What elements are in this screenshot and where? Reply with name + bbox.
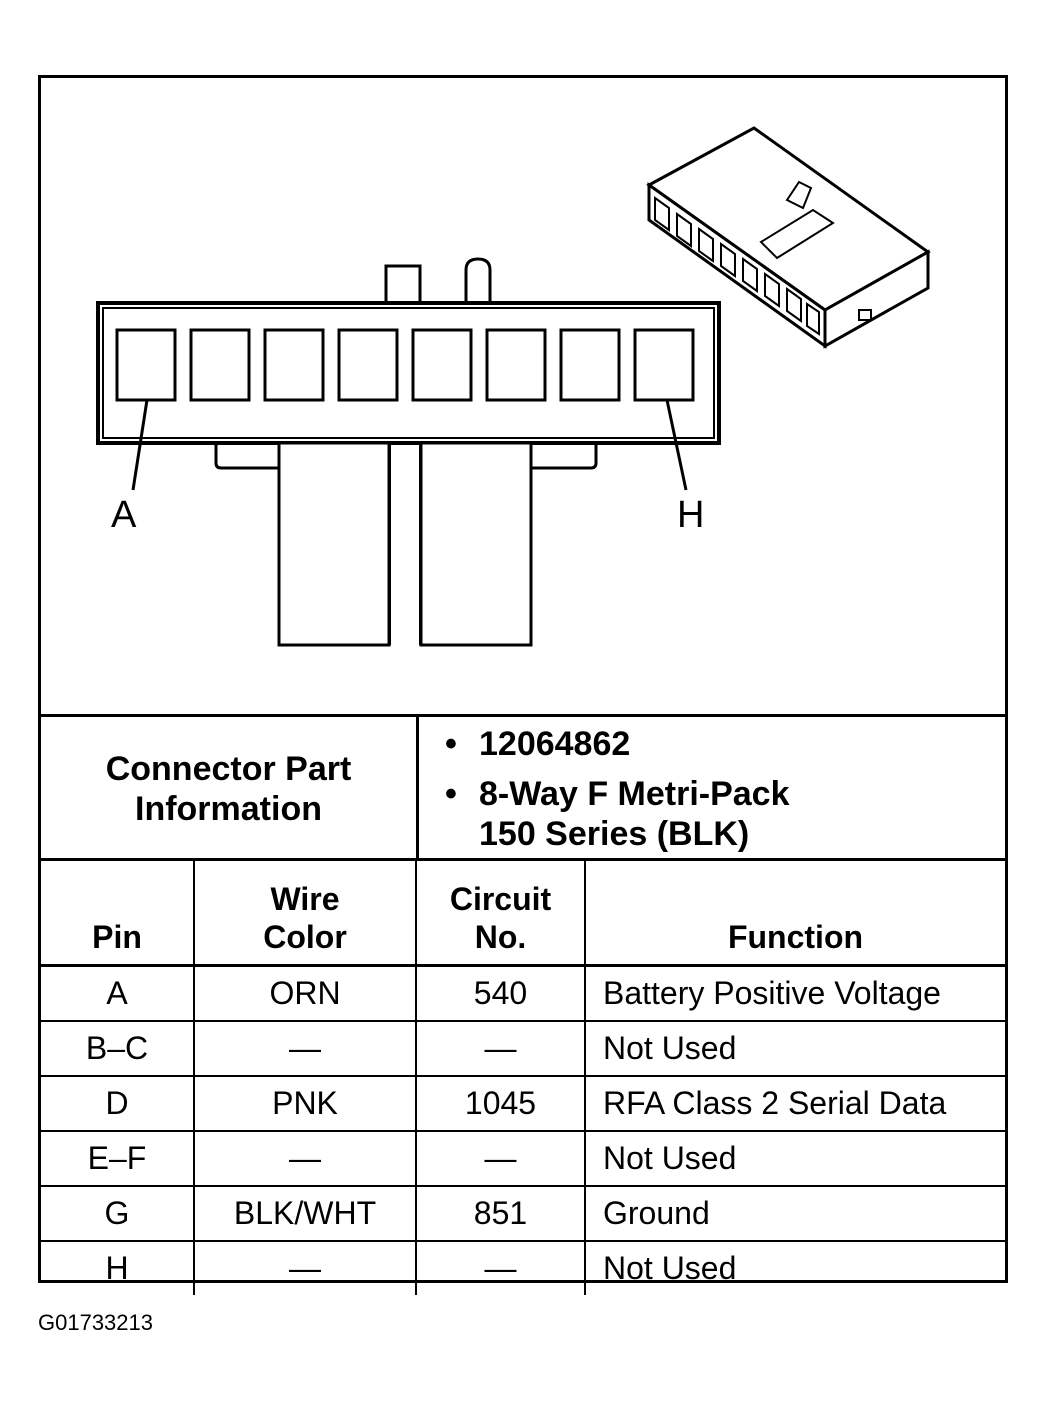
cavity-e	[411, 328, 473, 402]
table-row: G BLK/WHT 851 Ground	[41, 1185, 1005, 1241]
cell-pin: H	[41, 1240, 195, 1295]
connector-front-view	[96, 257, 721, 647]
cell-pin: A	[41, 964, 195, 1021]
cell-circuit: 851	[416, 1185, 586, 1241]
cavity-c	[263, 328, 325, 402]
connector-drawing	[96, 126, 931, 647]
cavity-d	[337, 328, 399, 402]
cell-wire-color: —	[194, 1130, 417, 1186]
table-row: H — — Not Used	[41, 1240, 1005, 1295]
cavity-g	[559, 328, 621, 402]
cell-pin: E–F	[41, 1130, 195, 1186]
cell-function: Not Used	[585, 1020, 1005, 1076]
cell-pin: G	[41, 1185, 195, 1241]
cell-wire-color: —	[194, 1240, 417, 1295]
leader-line-a	[131, 399, 149, 491]
cell-function: Not Used	[585, 1240, 1005, 1295]
bullet-icon: •	[445, 775, 457, 813]
cavity-row	[115, 328, 695, 402]
cavity-a	[115, 328, 177, 402]
cavity-h	[633, 328, 695, 402]
cavity-b	[189, 328, 251, 402]
connector-diagram: A H	[41, 78, 1005, 714]
part-number-item: • 12064862	[445, 724, 1004, 764]
table-row: B–C — — Not Used	[41, 1020, 1005, 1076]
connector-figure-frame: A H Connector Part Information • 1206486…	[38, 75, 1008, 1295]
connector-info-heading: Connector Part Information	[41, 714, 419, 861]
connector-info-heading-line2: Information	[135, 790, 322, 828]
header-wire-color: Wire Color	[194, 858, 417, 966]
part-number: 12064862	[479, 725, 631, 763]
cell-function: Not Used	[585, 1130, 1005, 1186]
cell-wire-color: ORN	[194, 964, 417, 1021]
table-row: D PNK 1045 RFA Class 2 Serial Data	[41, 1075, 1005, 1131]
header-function: Function	[585, 858, 1005, 966]
cell-pin: B–C	[41, 1020, 195, 1076]
header-pin: Pin	[41, 858, 195, 966]
table-row: A ORN 540 Battery Positive Voltage	[41, 964, 1005, 1021]
cell-function: Battery Positive Voltage	[585, 964, 1005, 1021]
pin-label-h: H	[677, 494, 705, 536]
connector-description-line1: 8-Way F Metri-Pack	[479, 775, 790, 813]
connector-iso-view	[646, 126, 931, 349]
cell-function: RFA Class 2 Serial Data	[585, 1075, 1005, 1131]
pin-table-header-row: Pin Wire Color Circuit No. Function	[41, 858, 1005, 966]
cavity-f	[485, 328, 547, 402]
connector-info-table: Connector Part Information • 12064862 • …	[41, 714, 1005, 861]
connector-info-heading-line1: Connector Part	[105, 750, 352, 788]
cell-wire-color: BLK/WHT	[194, 1185, 417, 1241]
cell-circuit: —	[416, 1020, 586, 1076]
cell-wire-color: PNK	[194, 1075, 417, 1131]
pin-label-a: A	[111, 494, 137, 536]
cell-circuit: —	[416, 1130, 586, 1186]
pin-assignment-table: Pin Wire Color Circuit No. Function A OR…	[41, 858, 1005, 1295]
cell-pin: D	[41, 1075, 195, 1131]
cell-function: Ground	[585, 1185, 1005, 1241]
cell-circuit: —	[416, 1240, 586, 1295]
cell-wire-color: —	[194, 1020, 417, 1076]
connector-description-line2: 150 Series (BLK)	[479, 815, 750, 853]
connector-description-item: • 8-Way F Metri-Pack	[445, 774, 1004, 814]
connector-info-details: • 12064862 • 8-Way F Metri-Pack 150 Seri…	[417, 714, 1005, 861]
figure-id: G01733213	[38, 1310, 153, 1335]
table-row: E–F — — Not Used	[41, 1130, 1005, 1186]
cell-circuit: 1045	[416, 1075, 586, 1131]
leader-line-h	[665, 399, 688, 491]
header-circuit: Circuit No.	[416, 858, 586, 966]
bullet-icon: •	[445, 725, 457, 763]
cell-circuit: 540	[416, 964, 586, 1021]
